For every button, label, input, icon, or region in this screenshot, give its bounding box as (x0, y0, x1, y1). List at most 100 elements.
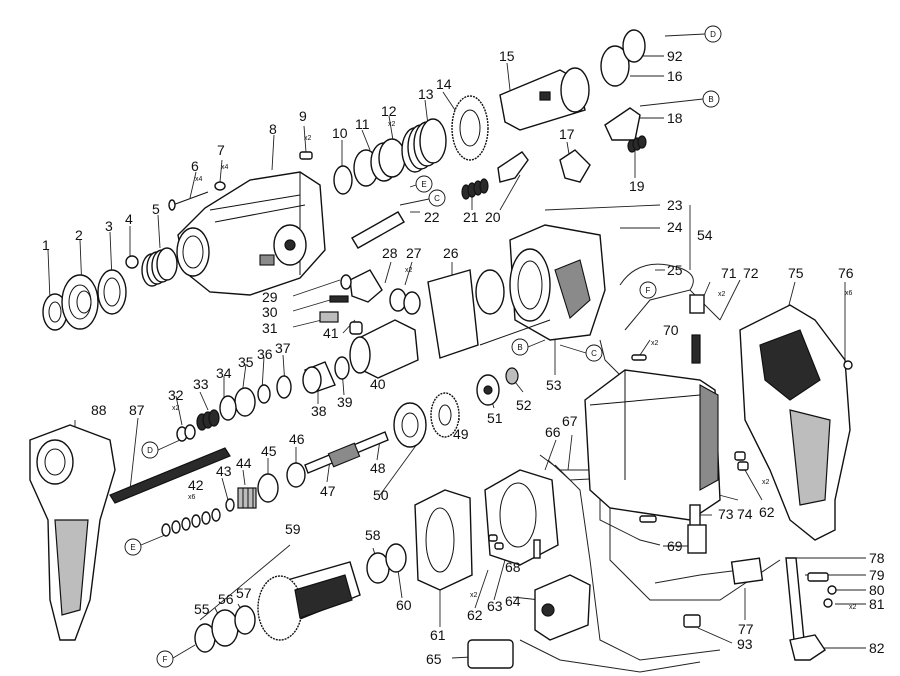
part-64-switch (534, 574, 591, 641)
part-28-brush-holder (349, 269, 383, 303)
label-73: 73 (718, 506, 734, 522)
part-36-washer (257, 384, 271, 404)
qty-71: x2 (718, 291, 726, 298)
part-68-plug (533, 539, 541, 559)
part-7-washer (214, 181, 226, 191)
part-34-ring (219, 395, 237, 421)
part-63-field (484, 469, 559, 566)
part-41-pin (349, 321, 363, 335)
label-58: 58 (365, 527, 381, 543)
ref-C2: C (591, 349, 597, 358)
part-10-oring (333, 165, 353, 195)
part-53-rod (479, 319, 551, 346)
part-74-screw (639, 515, 657, 523)
label-34: 34 (216, 365, 232, 381)
qty-76: x6 (845, 290, 853, 297)
label-50: 50 (373, 487, 389, 503)
part-2-chuck-sleeve (61, 274, 99, 330)
part-29-washer (340, 274, 352, 290)
ref-E1: E (421, 180, 426, 189)
part-20-lever (497, 151, 529, 183)
label-17: 17 (559, 126, 575, 142)
label-61: 61 (430, 627, 446, 643)
label-15: 15 (499, 48, 515, 64)
part-numbers: 1 2 3 4 5 6 7 8 9 10 11 12 13 14 15 16 1… (42, 48, 885, 667)
label-28: 28 (382, 245, 398, 261)
part-22-plate (351, 211, 405, 249)
label-32: 32 (168, 387, 184, 403)
part-56-bearing (211, 609, 239, 647)
part-49-gear (430, 392, 460, 438)
label-16: 16 (667, 68, 683, 84)
label-7: 7 (217, 142, 225, 158)
qty-6: x4 (195, 176, 203, 183)
label-59: 59 (285, 521, 301, 537)
qty-70: x2 (651, 340, 659, 347)
label-1: 1 (42, 237, 50, 253)
label-3: 3 (105, 218, 113, 234)
label-53: 53 (546, 377, 562, 393)
part-21-spring (461, 178, 489, 200)
part-15-hammer-tube (499, 67, 590, 131)
part-31-brush (319, 311, 339, 323)
label-55: 55 (194, 601, 210, 617)
label-64: 64 (505, 593, 521, 609)
label-12: 12 (381, 103, 397, 119)
label-38: 38 (311, 403, 327, 419)
label-81: 81 (869, 596, 885, 612)
label-66: 66 (545, 424, 561, 440)
label-67: 67 (562, 413, 578, 429)
label-45: 45 (261, 443, 277, 459)
label-72: 72 (743, 265, 759, 281)
part-59-armature (257, 561, 361, 641)
part-79-clamp (807, 572, 829, 582)
label-52: 52 (516, 397, 532, 413)
part-88-side-handle (29, 424, 116, 641)
part-45-bearing (257, 473, 279, 503)
part-40-piston-housing (349, 319, 419, 379)
label-57: 57 (236, 585, 252, 601)
label-18: 18 (667, 110, 683, 126)
ref-D1: D (710, 30, 716, 39)
ref-B2: B (517, 343, 522, 352)
part-60-ring (385, 543, 407, 573)
label-46: 46 (289, 431, 305, 447)
label-42: 42 (188, 477, 204, 493)
part-72-spring (691, 334, 701, 364)
part-26-gasket (427, 269, 479, 359)
label-92: 92 (667, 48, 683, 64)
label-22: 22 (424, 209, 440, 225)
label-62b: 62 (759, 504, 775, 520)
part-48-wobble-bearing (393, 402, 427, 448)
part-61-air-guide (414, 489, 473, 591)
label-56: 56 (218, 591, 234, 607)
label-47: 47 (320, 483, 336, 499)
part-8-gear-housing (176, 171, 326, 296)
part-71-brush-holder (689, 294, 705, 314)
part-13-spring (401, 118, 447, 173)
label-33: 33 (193, 376, 209, 392)
label-70: 70 (663, 322, 679, 338)
part-62-pins (488, 534, 504, 550)
ref-C1: C (434, 194, 440, 203)
part-44-needle-bearing (237, 487, 257, 509)
part-5-spring (141, 247, 178, 287)
label-21: 21 (463, 209, 479, 225)
part-18-selector (604, 107, 641, 141)
reference-markers: D B E C F B C D E F (124, 25, 722, 668)
label-77: 77 (738, 621, 754, 637)
label-93: 93 (737, 636, 753, 652)
part-81-screw (823, 598, 833, 608)
part-16-ring (600, 45, 630, 87)
label-9: 9 (299, 108, 307, 124)
label-65: 65 (426, 651, 442, 667)
part-87-depth-rod (109, 447, 231, 504)
label-48: 48 (370, 460, 386, 476)
label-27: 27 (406, 245, 422, 261)
ref-F2: F (163, 655, 168, 664)
ref-F1: F (646, 286, 651, 295)
qty-62b: x2 (762, 479, 770, 486)
label-14: 14 (436, 76, 452, 92)
qty-42: x6 (188, 494, 196, 501)
label-82: 82 (869, 640, 885, 656)
